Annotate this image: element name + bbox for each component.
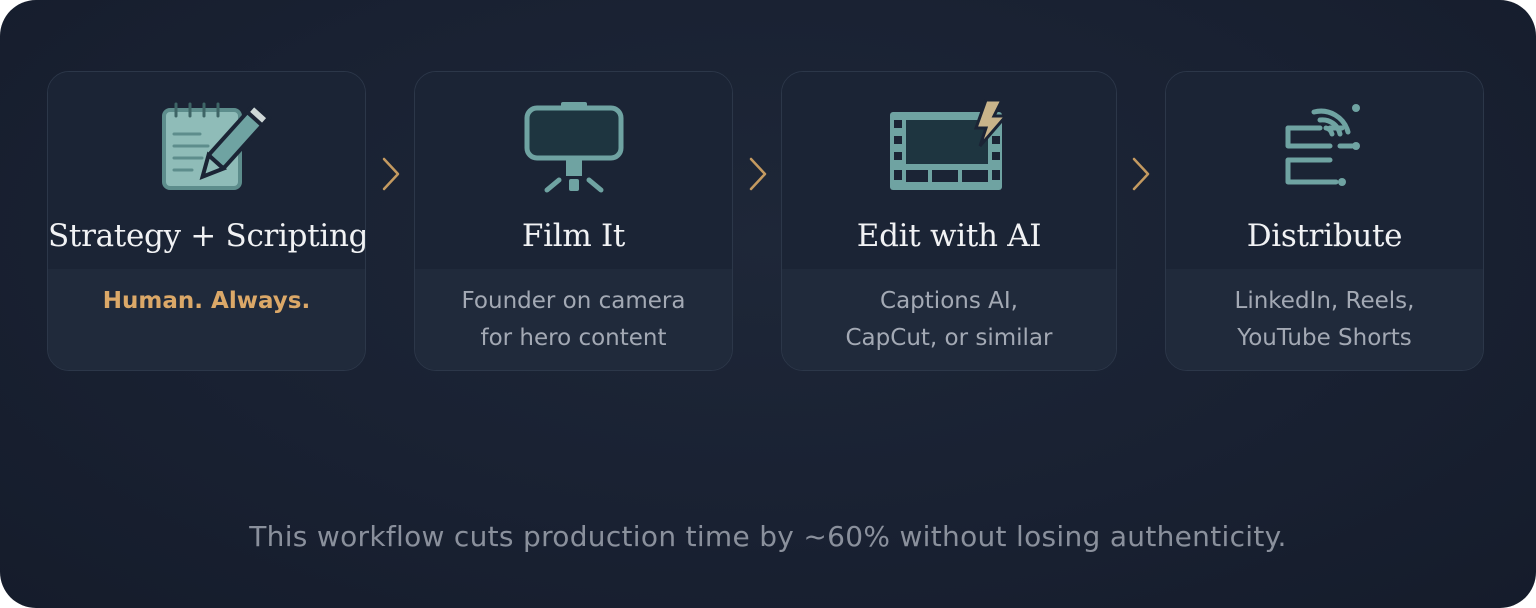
step-subtitle: Human. Always. [102, 288, 311, 314]
step-title: Film It [521, 218, 626, 254]
step-card-distribute: Distribute LinkedIn, Reels, YouTube Shor… [1165, 71, 1484, 371]
phone-tripod-icon [509, 98, 639, 198]
chevron-right-icon [379, 156, 403, 192]
step-card-strategy: Strategy + Scripting Human. Always. [47, 71, 366, 371]
film-lightning-icon [884, 98, 1014, 198]
step-subtitle: Founder on camera for hero content [461, 288, 686, 351]
chevron-right-icon [746, 156, 770, 192]
step-card-edit: Edit with AI Captions AI, CapCut, or sim… [781, 71, 1117, 371]
footer-note: This workflow cuts production time by ~6… [249, 520, 1287, 553]
step-subtitle: LinkedIn, Reels, YouTube Shorts [1234, 288, 1415, 351]
step-title: Distribute [1246, 218, 1403, 254]
step-subtitle: Captions AI, CapCut, or similar [845, 288, 1053, 351]
notepad-pencil-icon [142, 98, 272, 198]
step-title: Strategy + Scripting [48, 218, 366, 254]
distribute-signal-icon [1260, 98, 1390, 198]
step-card-film: Film It Founder on camera for hero conte… [414, 71, 733, 371]
chevron-right-icon [1129, 156, 1153, 192]
step-title: Edit with AI [856, 218, 1042, 254]
